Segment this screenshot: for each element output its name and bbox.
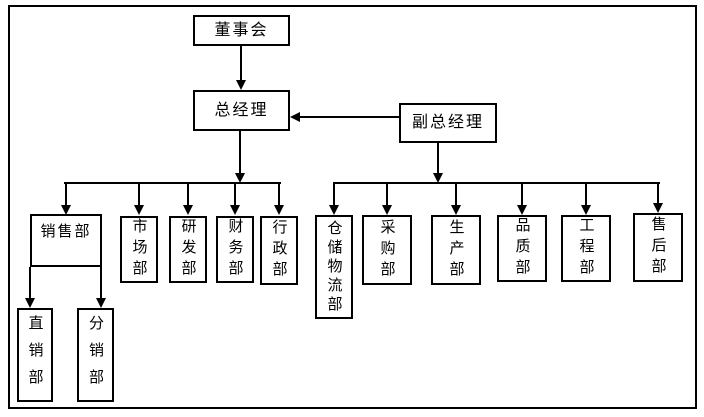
drop-arrowhead-rnd (183, 205, 193, 215)
connector-dgm-down-line (437, 143, 439, 173)
node-marketing-dept-label: 市场部 (130, 218, 148, 281)
connector-dgm-to-gm-arrowhead (290, 112, 300, 122)
node-rnd-dept: 研发部 (169, 216, 207, 283)
connector-dgm-down-arrowhead (433, 173, 443, 183)
node-engineering-dept-label: 工程部 (577, 217, 595, 280)
drop-arrowhead-purchase (382, 205, 392, 215)
node-quality-dept: 品质部 (497, 215, 547, 282)
drop-arrowhead-market (134, 205, 144, 215)
node-distribution-dept-label: 分销部 (87, 314, 104, 396)
drop-line-rnd (187, 184, 189, 205)
drop-line-finance (234, 184, 236, 205)
node-production-dept-label: 生产部 (447, 218, 465, 282)
connector-board-to-gm-arrowhead (236, 80, 246, 90)
node-warehouse-logistics-dept: 仓储物流部 (315, 215, 353, 319)
drop-line-market (138, 184, 140, 205)
drop-arrowhead-finance (230, 205, 240, 215)
connector-board-to-gm-line (240, 46, 242, 80)
node-admin-dept-label: 行政部 (270, 219, 288, 282)
node-finance-dept: 财务部 (216, 216, 254, 283)
node-rnd-dept-label: 研发部 (179, 218, 197, 281)
connector-left-rail (64, 182, 281, 184)
drop-line-warehouse (333, 184, 335, 205)
drop-line-quality (521, 184, 523, 205)
node-production-dept: 生产部 (431, 215, 481, 285)
drop-arrowhead-aftersales (653, 203, 663, 213)
connector-right-rail (333, 182, 660, 184)
drop-arrowhead-sales (61, 205, 71, 215)
drop-arrowhead-production (451, 205, 461, 215)
connector-gm-down-line (239, 131, 241, 173)
connector-gm-down-arrowhead (235, 173, 245, 183)
drop-line-production (455, 184, 457, 205)
drop-line-sales (65, 184, 67, 205)
drop-arrowhead-direct-sales (25, 298, 35, 308)
node-aftersales-dept-label: 售后部 (649, 216, 667, 279)
drop-arrowhead-quality (517, 205, 527, 215)
node-sales-dept: 销售部 (30, 214, 102, 267)
drop-line-direct-sales (29, 267, 31, 298)
node-admin-dept: 行政部 (260, 216, 298, 285)
node-purchasing-dept: 采购部 (362, 215, 412, 285)
connector-dgm-to-gm-line (300, 116, 399, 118)
node-deputy-general-manager: 副总经理 (399, 103, 497, 143)
node-marketing-dept: 市场部 (120, 216, 158, 283)
node-finance-dept-label: 财务部 (226, 218, 244, 281)
node-quality-dept-label: 品质部 (513, 217, 531, 280)
drop-line-engineering (585, 184, 587, 205)
drop-arrowhead-engineering (581, 205, 591, 215)
drop-line-purchase (386, 184, 388, 205)
drop-line-admin (278, 184, 280, 205)
node-purchasing-dept-label: 采购部 (378, 218, 396, 282)
node-direct-sales-dept: 直销部 (17, 308, 53, 402)
drop-line-aftersales (657, 184, 659, 205)
drop-line-distribution (100, 267, 102, 298)
node-direct-sales-dept-label: 直销部 (26, 314, 44, 396)
drop-arrowhead-warehouse (329, 205, 339, 215)
node-general-manager: 总经理 (193, 90, 290, 131)
node-board-of-directors: 董事会 (193, 15, 290, 46)
node-distribution-dept: 分销部 (77, 308, 114, 402)
node-warehouse-logistics-dept-label: 仓储物流部 (325, 219, 343, 315)
drop-arrowhead-admin (274, 205, 284, 215)
node-aftersales-dept: 售后部 (633, 213, 683, 282)
drop-arrowhead-distribution (96, 298, 106, 308)
node-engineering-dept: 工程部 (561, 215, 611, 282)
